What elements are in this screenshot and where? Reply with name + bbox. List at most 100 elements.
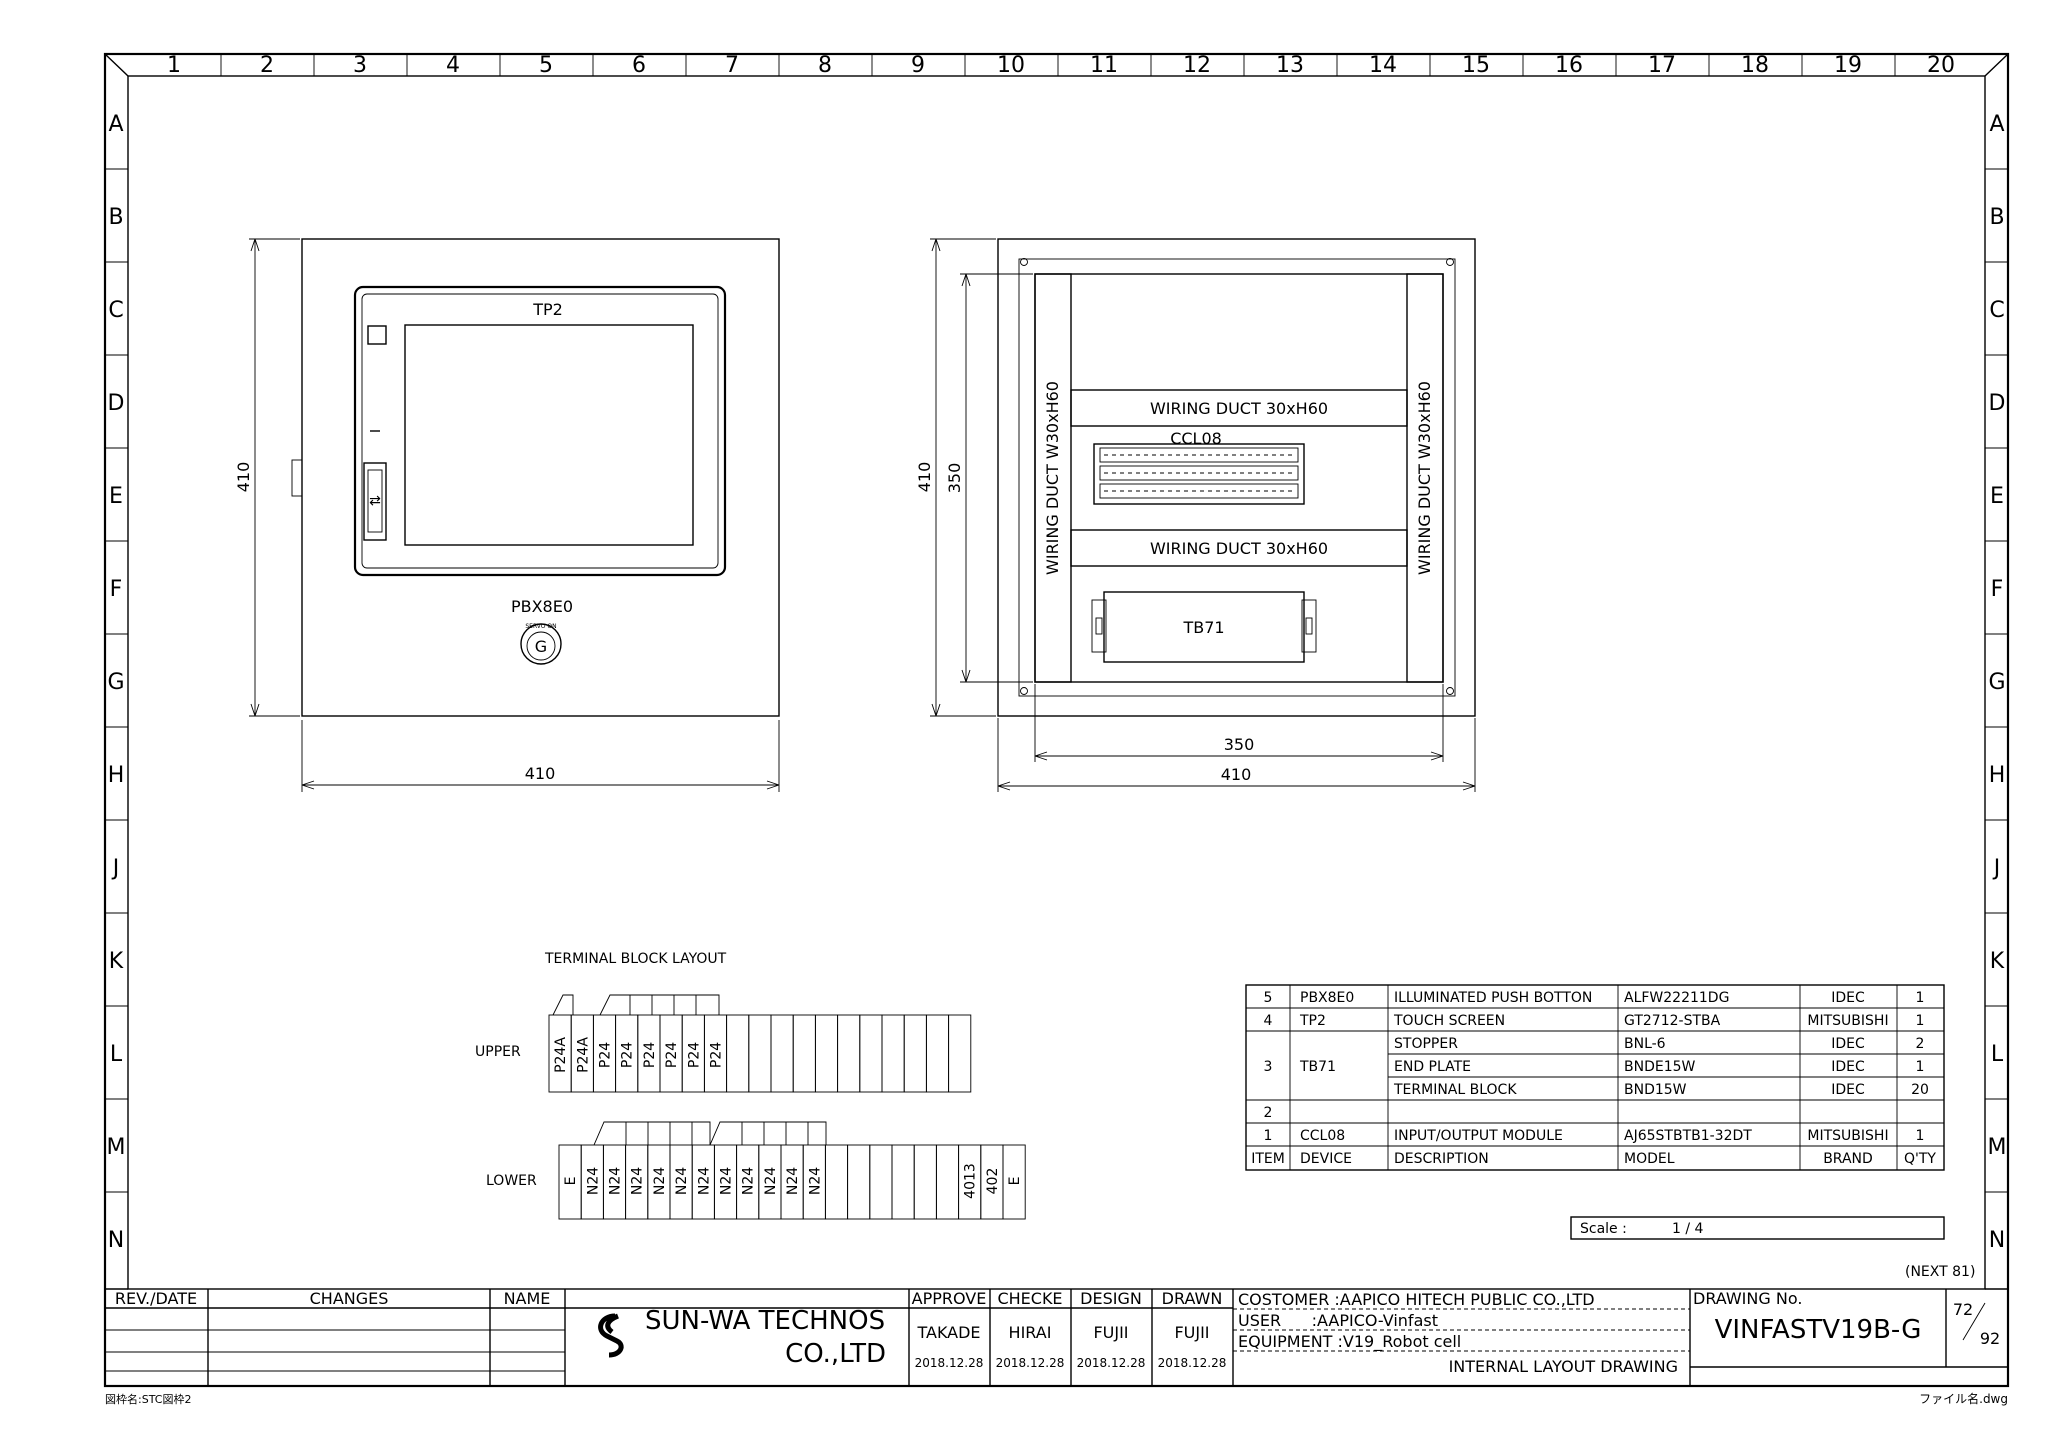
equipment-info: EQUIPMENT :V19_Robot cell — [1238, 1332, 1461, 1352]
parts-cell-brand: MITSUBISHI — [1807, 1128, 1888, 1144]
inner-plate-height-dim: 350 — [945, 463, 964, 494]
parts-cell-qty: 1 — [1916, 990, 1925, 1006]
terminal-cell-label: P24A — [575, 1037, 591, 1073]
col-label: 7 — [725, 53, 739, 78]
row-ruler: A B C D E F G H J K L M N A B C D E F G … — [105, 112, 2008, 1253]
terminal-cell-label: N24 — [674, 1167, 690, 1195]
drawn-date: 2018.12.28 — [1158, 1356, 1227, 1370]
wiring-duct-right — [1406, 273, 1444, 683]
terminal-cell — [770, 1014, 794, 1093]
parts-cell-qty: 1 — [1916, 1059, 1925, 1075]
parts-cell-description: END PLATE — [1394, 1059, 1471, 1075]
col-label: 10 — [997, 53, 1025, 78]
parts-cell-model: BND15W — [1624, 1082, 1687, 1098]
row-label: C — [108, 298, 123, 323]
row-label: A — [108, 112, 123, 137]
lower-row-label: LOWER — [486, 1173, 537, 1189]
terminal-cell — [814, 1014, 839, 1093]
design-date: 2018.12.28 — [1077, 1356, 1146, 1370]
row-label: J — [1992, 856, 2001, 881]
terminal-cell-label: E — [1007, 1177, 1023, 1186]
row-label: N — [1989, 1228, 2005, 1253]
parts-cell-qty: 2 — [1916, 1036, 1925, 1052]
col-label: 5 — [539, 53, 553, 78]
wiring-duct-bottom — [1070, 529, 1408, 567]
drawn-name: FUJII — [1174, 1323, 1209, 1342]
row-label: M — [1988, 1135, 2007, 1160]
terminal-layout-title: TERMINAL BLOCK LAYOUT — [544, 951, 727, 967]
terminal-cell-label: N24 — [807, 1167, 823, 1195]
parts-cell-qty: 20 — [1911, 1082, 1929, 1098]
push-button-letter: G — [535, 637, 547, 656]
customer-info: COSTOMER :AAPICO HITECH PUBLIC CO.,LTD — [1238, 1290, 1595, 1309]
parts-cell-model: BNDE15W — [1624, 1059, 1696, 1075]
col-label: 16 — [1555, 53, 1583, 78]
terminal-cell-label: P24A — [553, 1037, 569, 1073]
parts-cell-device: TP2 — [1299, 1013, 1326, 1029]
terminal-cell-label: N24 — [585, 1167, 601, 1195]
row-label: A — [1989, 112, 2004, 137]
push-button-caption: SERVO ON — [525, 623, 556, 630]
approve-name: TAKADE — [916, 1323, 980, 1342]
usb-icon: ⇄ — [369, 493, 381, 509]
drawing-number: VINFASTV19B-G — [1715, 1315, 1922, 1345]
push-button — [526, 631, 556, 661]
row-label: F — [110, 577, 123, 602]
terminal-cell-label: N24 — [630, 1167, 646, 1195]
parts-cell-brand: MITSUBISHI — [1807, 1013, 1888, 1029]
terminal-cell — [859, 1014, 883, 1093]
row-label: K — [1990, 949, 2005, 974]
terminal-cell-label: N24 — [608, 1167, 624, 1195]
wiring-duct-top — [1070, 389, 1408, 427]
io-module-label: CCL08 — [1170, 429, 1222, 448]
parts-header-brand: BRAND — [1823, 1151, 1873, 1167]
terminal-cell — [935, 1144, 960, 1220]
col-label: 14 — [1369, 53, 1397, 78]
rev-date-header: REV./DATE — [115, 1289, 197, 1308]
row-label: L — [1991, 1042, 2004, 1067]
terminal-cell — [925, 1014, 950, 1093]
touch-panel-bezel — [353, 285, 727, 577]
terminal-cell — [869, 1144, 893, 1220]
col-label: 11 — [1090, 53, 1118, 78]
wiring-duct-right-label: WIRING DUCT W30xH60 — [1415, 381, 1434, 575]
terminal-cell — [847, 1144, 871, 1220]
front-height-dim: 410 — [234, 462, 253, 493]
col-label: 1 — [167, 53, 181, 78]
front-width-dim: 410 — [525, 764, 556, 783]
row-label: J — [111, 856, 120, 881]
inner-outer-width-dim: 410 — [1221, 765, 1252, 784]
approve-header: APPROVE — [912, 1289, 987, 1308]
touch-panel-label: TP2 — [532, 300, 563, 319]
next-sheet: (NEXT 81) — [1905, 1264, 1975, 1280]
parts-cell-model: GT2712-STBA — [1624, 1013, 1721, 1029]
parts-cell-item: 3 — [1264, 1059, 1273, 1075]
col-label: 4 — [446, 53, 460, 78]
row-label: C — [1989, 298, 2004, 323]
terminal-cell — [837, 1014, 861, 1093]
col-label: 3 — [353, 53, 367, 78]
terminal-cell — [913, 1144, 937, 1220]
parts-cell-qty: 1 — [1916, 1013, 1925, 1029]
row-label: G — [1988, 670, 2005, 695]
scale-value: 1 / 4 — [1672, 1221, 1704, 1237]
parts-cell-device: CCL08 — [1300, 1128, 1345, 1144]
row-label: E — [1990, 484, 2004, 509]
parts-cell-brand: IDEC — [1831, 1059, 1865, 1075]
terminal-cell — [1002, 1144, 1026, 1220]
parts-cell-model: ALFW22211DG — [1624, 990, 1729, 1006]
parts-cell-model: AJ65STBTB1-32DT — [1624, 1128, 1752, 1144]
row-label: D — [1989, 391, 2006, 416]
col-label: 12 — [1183, 53, 1211, 78]
parts-cell-brand: IDEC — [1831, 990, 1865, 1006]
col-label: 20 — [1927, 53, 1955, 78]
name-header: NAME — [504, 1289, 551, 1308]
col-label: 19 — [1834, 53, 1862, 78]
io-module — [1093, 443, 1305, 505]
parts-cell-description: TERMINAL BLOCK — [1393, 1082, 1517, 1098]
col-label: 17 — [1648, 53, 1676, 78]
parts-cell-description: ILLUMINATED PUSH BOTTON — [1394, 990, 1592, 1006]
drawing-no-label: DRAWING No. — [1693, 1289, 1802, 1308]
